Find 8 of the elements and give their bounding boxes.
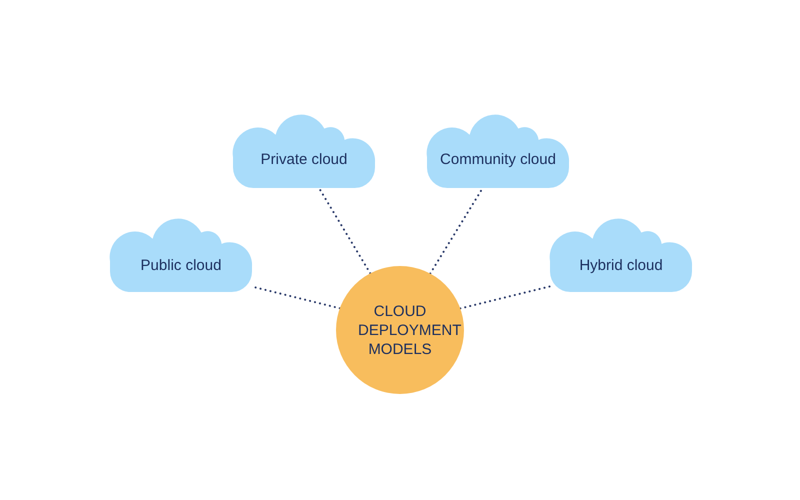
cloud-label: Community cloud (439, 150, 557, 169)
cloud-label: Hybrid cloud (578, 256, 664, 275)
dotted-connector (459, 285, 551, 310)
cloud-label: Private cloud (260, 150, 348, 169)
cloud-label: Public cloud (140, 256, 222, 275)
center-title: CLOUD DEPLOYMENT MODELS (357, 302, 462, 358)
dotted-connector (429, 187, 484, 275)
dotted-connector (318, 187, 372, 274)
